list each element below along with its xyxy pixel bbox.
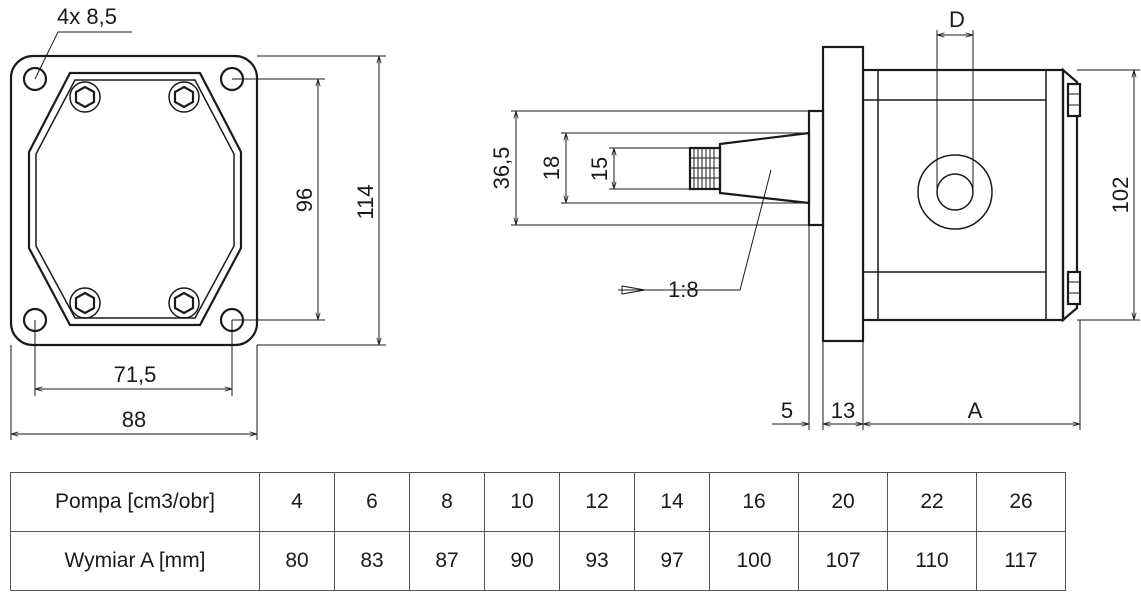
table-cell: 22	[887, 472, 977, 532]
side-flange	[821, 45, 865, 343]
pump-body	[861, 68, 1065, 322]
dim-15-label: 15	[587, 157, 612, 181]
dim-114-label: 114	[353, 184, 378, 219]
dim-96-label: 96	[292, 188, 317, 212]
row-label-pompa: Pompa [cm3/obr]	[10, 472, 260, 532]
bolt-bottom-right	[168, 287, 200, 319]
taper-label: 1:8	[668, 277, 699, 302]
dim-13-label: 13	[831, 398, 855, 423]
dim-71-5-label: 71,5	[114, 362, 157, 387]
back-bolt-top	[1066, 82, 1082, 118]
taper-symbol	[618, 285, 665, 295]
taper-leader	[665, 169, 772, 291]
pump-body-inner	[35, 79, 235, 319]
bolt-top-right	[168, 81, 200, 113]
flange-plate	[9, 54, 259, 347]
table-cell: 93	[559, 531, 635, 591]
table-cell: 90	[484, 531, 560, 591]
table-cell: 12	[559, 472, 635, 532]
table-cell: 83	[334, 531, 410, 591]
front-view: 4x 8,5 96 114 71,5 88	[9, 4, 386, 440]
table-cell: 87	[409, 531, 485, 591]
table-row-wymiar: Wymiar A [mm] 80 83 87 90 93 97 100 107 …	[10, 531, 1066, 591]
dim-D-label: D	[949, 7, 965, 32]
table-row-pompa: Pompa [cm3/obr] 4 6 8 10 12 14 16 20 22 …	[10, 472, 1066, 532]
tapered-shaft	[718, 131, 811, 205]
dim-A-label: A	[968, 398, 983, 423]
shaft-thread-hatch	[690, 148, 720, 189]
port-boss	[917, 154, 993, 230]
pump-body-outline	[27, 71, 243, 327]
table-cell: 80	[259, 531, 335, 591]
pump-dimension-table: Pompa [cm3/obr] 4 6 8 10 12 14 16 20 22 …	[10, 472, 1066, 591]
table-cell: 10	[484, 472, 560, 532]
table-cell: 100	[709, 531, 799, 591]
table-cell: 4	[259, 472, 335, 532]
dim-36-5-label: 36,5	[489, 147, 514, 190]
dim-18-label: 18	[539, 156, 564, 180]
holes-leader	[34, 31, 132, 80]
dim-102-label: 102	[1108, 177, 1133, 214]
table-cell: 26	[976, 472, 1066, 532]
back-cover	[1061, 67, 1079, 323]
row-label-wymiar: Wymiar A [mm]	[10, 531, 260, 591]
table-cell: 20	[798, 472, 888, 532]
table-cell: 110	[887, 531, 977, 591]
back-bolt-bottom	[1066, 270, 1082, 306]
technical-drawing: 4x 8,5 96 114 71,5 88	[9, 4, 1140, 440]
table-cell: 6	[334, 472, 410, 532]
table-cell: 16	[709, 472, 799, 532]
table-cell: 14	[634, 472, 710, 532]
bolt-top-left	[69, 81, 101, 113]
holes-label: 4x 8,5	[57, 4, 117, 29]
table-cell: 8	[409, 472, 485, 532]
bolt-bottom-left	[69, 287, 101, 319]
mount-hole-top-left	[22, 66, 48, 92]
table-cell: 107	[798, 531, 888, 591]
dim-5-label: 5	[781, 398, 793, 423]
table-cell: 117	[976, 531, 1066, 591]
dim-88-label: 88	[122, 407, 146, 432]
side-view: D 36,5 18 15 1:8 102	[489, 7, 1140, 430]
spigot	[807, 109, 825, 227]
table-cell: 97	[634, 531, 710, 591]
port-bore	[936, 173, 974, 211]
